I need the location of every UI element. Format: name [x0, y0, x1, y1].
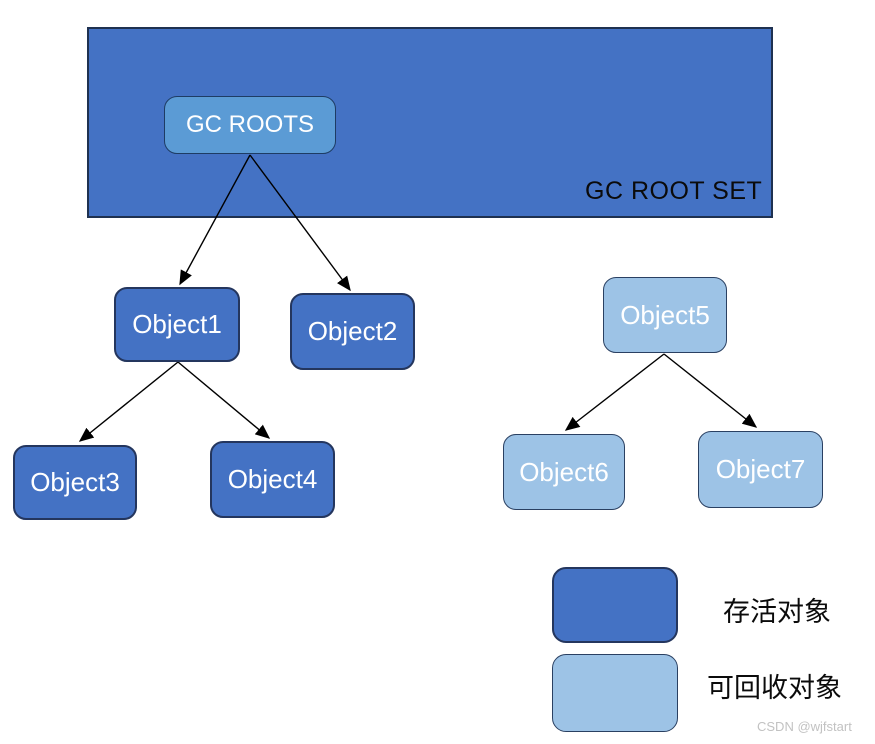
- edge-object1-object3: [78, 361, 179, 442]
- legend-swatch-reclaimable: [552, 654, 678, 732]
- legend-swatch-live: [552, 567, 678, 643]
- edge-object1-object4: [177, 361, 271, 439]
- edge-object5-object7: [663, 353, 758, 428]
- node-object1: Object1: [114, 287, 240, 362]
- node-gc-roots: GC ROOTS: [164, 96, 336, 154]
- node-object3: Object3: [13, 445, 137, 520]
- node-object7: Object7: [698, 431, 823, 508]
- edge-object5-object6: [564, 353, 665, 431]
- legend-label-reclaimable: 可回收对象: [707, 673, 842, 703]
- node-object2: Object2: [290, 293, 415, 370]
- node-object4: Object4: [210, 441, 335, 518]
- node-object5: Object5: [603, 277, 727, 353]
- gc-root-set-label: GC ROOT SET: [585, 177, 763, 205]
- legend-label-live: 存活对象: [723, 597, 831, 627]
- watermark-text: CSDN @wjfstart: [757, 719, 852, 734]
- node-object6: Object6: [503, 434, 625, 510]
